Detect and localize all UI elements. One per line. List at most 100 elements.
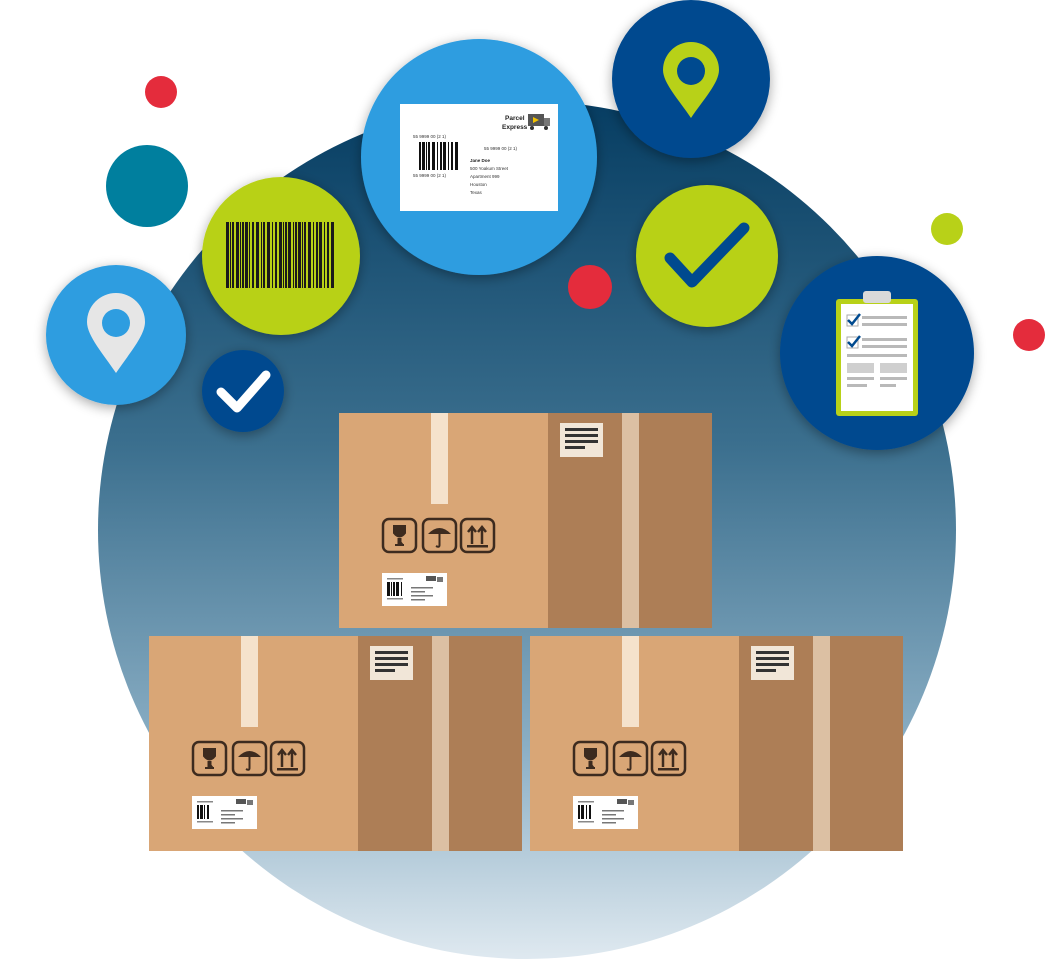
cardboard-box-top xyxy=(339,413,712,628)
label-tracking-right: 55 9999 00 (2 1) xyxy=(484,146,518,151)
cardboard-box-bottom-right xyxy=(530,636,903,851)
barcode-bar xyxy=(252,222,254,288)
barcode-bar xyxy=(581,805,584,819)
barcode-bar xyxy=(327,222,329,288)
barcode-bar xyxy=(589,805,591,819)
keep-dry-umbrella-icon xyxy=(421,517,458,554)
box-tape xyxy=(431,413,448,504)
sticker-line xyxy=(756,669,776,672)
barcode-bar xyxy=(319,222,322,288)
up-arrow xyxy=(658,747,668,767)
barcode-bar xyxy=(242,222,244,288)
umbrella-handle xyxy=(245,757,251,771)
barcode-bar xyxy=(586,805,587,819)
label-text-line xyxy=(387,578,403,580)
barcode-bar xyxy=(197,805,199,819)
barcode-bar xyxy=(308,222,311,288)
sticker-line xyxy=(756,651,789,654)
sticker-line xyxy=(565,446,585,449)
up-arrow xyxy=(668,747,678,767)
umbrella-handle xyxy=(435,534,441,548)
sticker-line xyxy=(565,428,598,431)
arrow-baseline xyxy=(658,768,679,771)
umbrella-canopy xyxy=(428,528,451,534)
red-dot xyxy=(1013,319,1045,351)
fragile-glass-icon xyxy=(572,740,609,777)
label-brand-mark xyxy=(617,799,627,804)
this-way-up-arrows-icon xyxy=(269,740,306,777)
barcode-bar xyxy=(437,142,438,170)
fragile-glass-shape xyxy=(203,748,216,769)
lime-dot xyxy=(931,213,963,245)
barcode-icon xyxy=(226,222,334,288)
barcode-bar xyxy=(298,222,301,288)
barcode-bar xyxy=(313,222,314,288)
label-brand-mark xyxy=(426,576,436,581)
barcode-bar xyxy=(232,222,234,288)
teal-dot xyxy=(106,145,188,227)
label-brand-line1: Parcel xyxy=(505,115,525,122)
label-text-line xyxy=(221,818,243,820)
barcode-bar xyxy=(393,582,395,596)
keep-dry-umbrella-icon xyxy=(231,740,268,777)
barcode-bar xyxy=(448,142,449,170)
red-dot xyxy=(145,76,177,108)
barcode-bar xyxy=(443,142,446,170)
barcode-bar xyxy=(293,222,294,288)
label-text-line xyxy=(602,818,624,820)
this-way-up-arrows-icon xyxy=(459,517,496,554)
label-city: Houston xyxy=(470,182,487,187)
barcode-bar xyxy=(455,142,458,170)
barcode-bar xyxy=(304,222,306,288)
label-text-line xyxy=(602,822,616,824)
fragile-glass-shape xyxy=(393,525,406,546)
sticker-line xyxy=(375,669,395,672)
barcode-bar xyxy=(401,582,402,596)
label-truck-mark xyxy=(247,800,253,805)
barcode-bar xyxy=(256,222,259,288)
label-text-line xyxy=(411,595,433,597)
barcode-bar xyxy=(331,222,334,288)
checkmark-icon xyxy=(664,222,750,288)
fragile-glass-shape xyxy=(584,748,597,769)
label-text-line xyxy=(197,821,213,823)
label-recipient-name: Jane Doe xyxy=(470,158,491,163)
box-label-barcode-icon xyxy=(197,805,209,819)
barcode-bar xyxy=(275,222,277,288)
barcode-bar xyxy=(267,222,270,288)
barcode-bar xyxy=(432,142,435,170)
barcode-bar xyxy=(230,222,231,288)
barcode-bar xyxy=(279,222,282,288)
barcode-bar xyxy=(302,222,303,288)
barcode-bar xyxy=(245,222,248,288)
checkmark-icon xyxy=(216,370,271,413)
barcode-bar xyxy=(391,582,392,596)
this-way-up-arrows-icon xyxy=(650,740,687,777)
label-text-line xyxy=(197,801,213,803)
delivery-truck-icon xyxy=(528,114,550,130)
barcode-bar xyxy=(316,222,318,288)
label-tracking-bottom: 55 9999 00 (2 1) xyxy=(413,173,447,178)
box-label-barcode-icon xyxy=(578,805,591,819)
label-text-line xyxy=(221,814,235,816)
checkmark-badge-large xyxy=(636,185,778,327)
label-truck-mark xyxy=(628,800,634,805)
barcode-bar xyxy=(236,222,239,288)
sticker-line xyxy=(756,657,789,660)
label-text-line xyxy=(578,801,594,803)
sticker-line xyxy=(565,440,598,443)
barcode-bar xyxy=(396,582,399,596)
box-tape xyxy=(241,636,258,727)
checkmark-badge-small xyxy=(202,350,284,432)
barcode-bar xyxy=(272,222,273,288)
fragile-glass-icon xyxy=(381,517,418,554)
label-brand-line2: Express xyxy=(502,124,528,131)
umbrella-canopy xyxy=(238,751,261,757)
barcode-bar xyxy=(240,222,241,288)
label-address-line1: 500 Yoakum Street xyxy=(470,166,509,171)
barcode-bar xyxy=(387,582,390,596)
cardboard-box-bottom-left xyxy=(149,636,522,851)
red-dot xyxy=(568,265,612,309)
umbrella-canopy xyxy=(619,751,642,757)
box-tape xyxy=(622,413,639,628)
